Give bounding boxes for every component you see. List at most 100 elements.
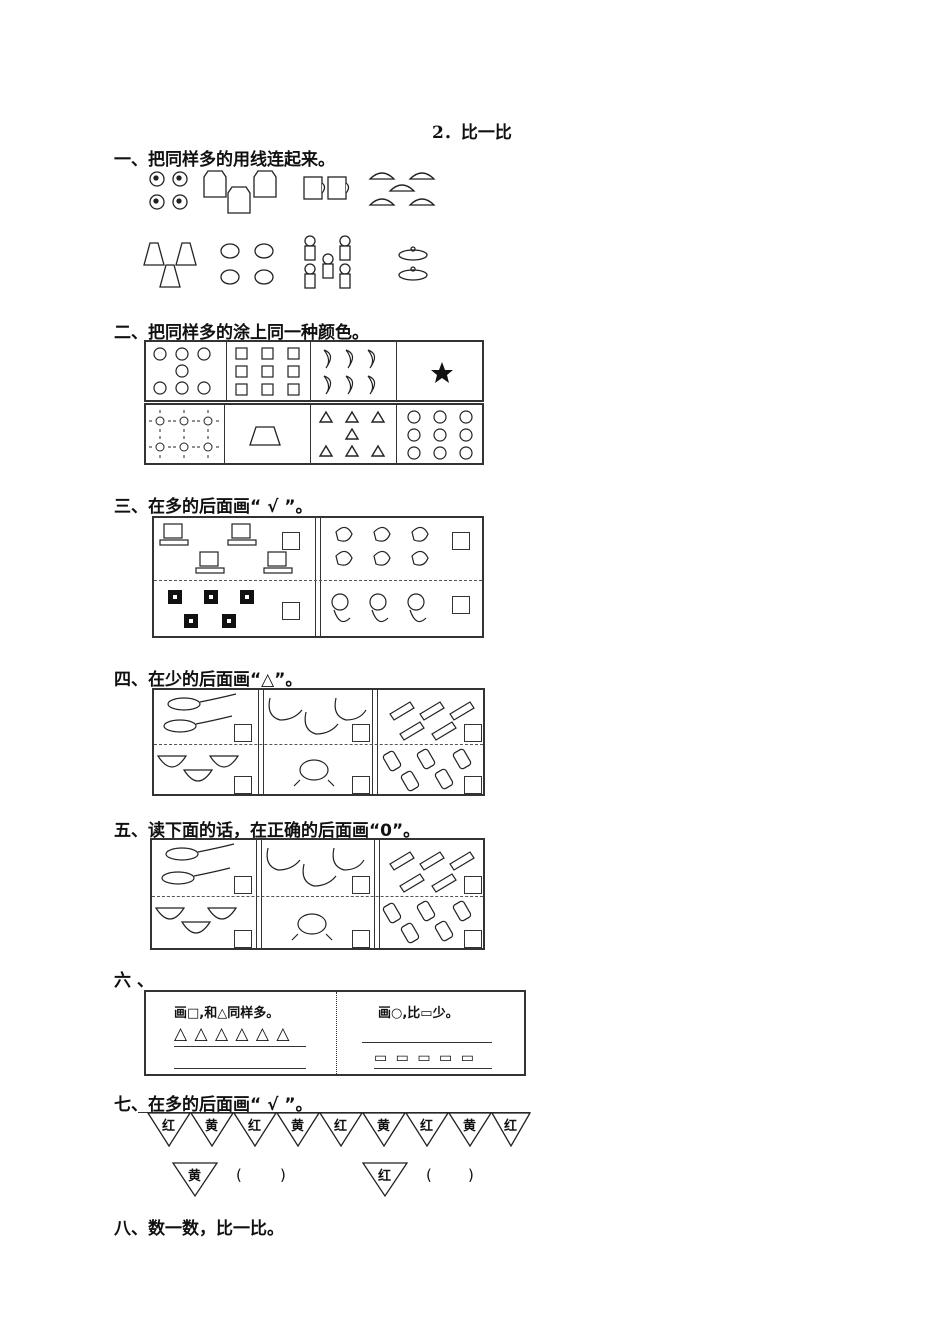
q5-illustrations [154,843,475,944]
frog-icon [291,913,333,941]
q7-yellow-answer-slot[interactable] [246,1164,276,1186]
swan-icon [266,847,365,887]
eraser-icon [382,748,472,792]
q1-illustrations [143,170,436,289]
q4-illustrations [156,693,475,792]
child-icon [304,235,351,289]
q6-box: 画□,和△同样多。 △ △ △ △ △ △ 画○,比▭少。 ▭ ▭ ▭ ▭ ▭ [144,990,526,1076]
fox-icon [331,593,427,623]
q2-top-row [144,340,484,402]
shirt-icon [203,170,277,214]
mug-icon [303,176,350,200]
flag-label: 红 [334,1119,348,1134]
flag-label: 黄 [205,1119,219,1134]
q7-flag-shapes [146,1112,532,1148]
star-icon [431,362,453,383]
sun-icon [149,410,219,458]
q4-pencil-answer-box[interactable] [464,724,482,742]
triangle-flag-icon [361,1162,409,1198]
squirrel-icon [335,526,429,566]
q3-illustrations [159,523,429,628]
q1-heading: 一、把同样多的用线连起来。 [114,150,335,170]
q4-swan-answer-box[interactable] [352,724,370,742]
q6-rect-row: ▭ ▭ ▭ ▭ ▭ [374,1050,476,1066]
circle-icon [153,347,211,395]
q5-panel-group [150,838,485,950]
q7-answer-flag-red: 红 [361,1162,409,1198]
q5-heading: 五、读下面的话，在正确的后面画“0”。 [114,821,421,841]
q4-frog-answer-box[interactable] [352,776,370,794]
triangle-icon [318,410,386,457]
q3-squirrel-answer-box[interactable] [452,532,470,550]
q3-computer-answer-box[interactable] [282,532,300,550]
spoon-icon [161,843,235,885]
floppy-disk-icon [168,590,254,628]
q6-triangle-underline [174,1046,306,1047]
flag-label: 红 [378,1169,392,1184]
flag-label: 红 [420,1119,434,1134]
q5-spoon-answer-box[interactable] [234,876,252,894]
q2-top-shapes [153,347,453,396]
flag-label: 黄 [188,1169,202,1184]
q6-left-instruction: 画□,和△同样多。 [174,1006,280,1021]
q7-answer-paren-close: ) [280,1166,286,1184]
triangle-flag-icon [171,1162,219,1198]
frog-icon [293,759,335,787]
q5-bowl-answer-box[interactable] [234,930,252,948]
q6-right-answer-line[interactable] [362,1042,492,1043]
spoon-icon [163,693,237,733]
square-icon [235,347,300,396]
q6-rect-underline [374,1068,492,1069]
q6-right-instruction: 画○,比▭少。 [378,1006,459,1021]
q7-answer-paren-open: ( [236,1166,242,1184]
q7-answer-paren-open: ( [426,1166,432,1184]
q3-fox-answer-box[interactable] [452,596,470,614]
q3-panel-group [152,516,484,638]
q2-bottom-shapes [149,410,473,460]
flag-label: 黄 [377,1119,391,1134]
flag-label: 红 [248,1119,262,1134]
flag-label: 红 [504,1119,518,1134]
q5-pencil-answer-box[interactable] [464,876,482,894]
dress-icon [143,242,197,288]
flag-label: 黄 [291,1119,305,1134]
q4-panel-group [152,688,485,796]
trapezoid-icon [249,426,281,446]
worksheet-title: 2．比一比 [432,123,512,143]
computer-icon [159,523,293,574]
q4-eraser-answer-box[interactable] [464,776,482,794]
q6-heading: 六 、 [114,971,154,991]
q5-eraser-answer-box[interactable] [464,930,482,948]
q7-answer-paren-close: ) [468,1166,474,1184]
q1-picture-area [140,165,450,295]
q8-heading: 八、数一数，比一比。 [114,1219,284,1239]
q4-bowl-answer-box[interactable] [234,776,252,794]
q3-floppy-answer-box[interactable] [282,602,300,620]
pencil-icon [389,851,475,893]
pencil-icon [389,701,475,741]
ladybug-icon [149,171,188,210]
q5-swan-answer-box[interactable] [352,876,370,894]
eraser-icon [382,900,472,944]
q7-flag-string: 红 黄 红 黄 红 黄 红 黄 红 [138,1112,532,1152]
q6-triangle-row: △ △ △ △ △ △ [174,1024,291,1044]
q7-heading: 七、在多的后面画“ √ ”。 [114,1095,313,1115]
q2-heading: 二、把同样多的涂上同一种颜色。 [114,323,369,343]
q7-answer-flag-yellow: 黄 [171,1162,219,1198]
swan-icon [268,697,367,735]
hat-icon [398,246,428,281]
crescent-moon-icon [323,349,376,395]
bowl-icon [154,907,238,934]
smiley-icon [407,410,473,460]
q6-left-answer-line[interactable] [174,1068,306,1069]
q7-red-answer-slot[interactable] [436,1164,466,1186]
q4-spoon-answer-box[interactable] [234,724,252,742]
flag-label: 红 [162,1119,176,1134]
bowl-icon [156,755,240,782]
q4-heading: 四、在少的后面画“△”。 [114,670,303,690]
flag-label: 黄 [463,1119,477,1134]
q2-bottom-row [144,403,484,465]
q5-frog-answer-box[interactable] [352,930,370,948]
q3-heading: 三、在多的后面画“ √ ”。 [114,497,313,517]
cap-icon [368,172,436,206]
